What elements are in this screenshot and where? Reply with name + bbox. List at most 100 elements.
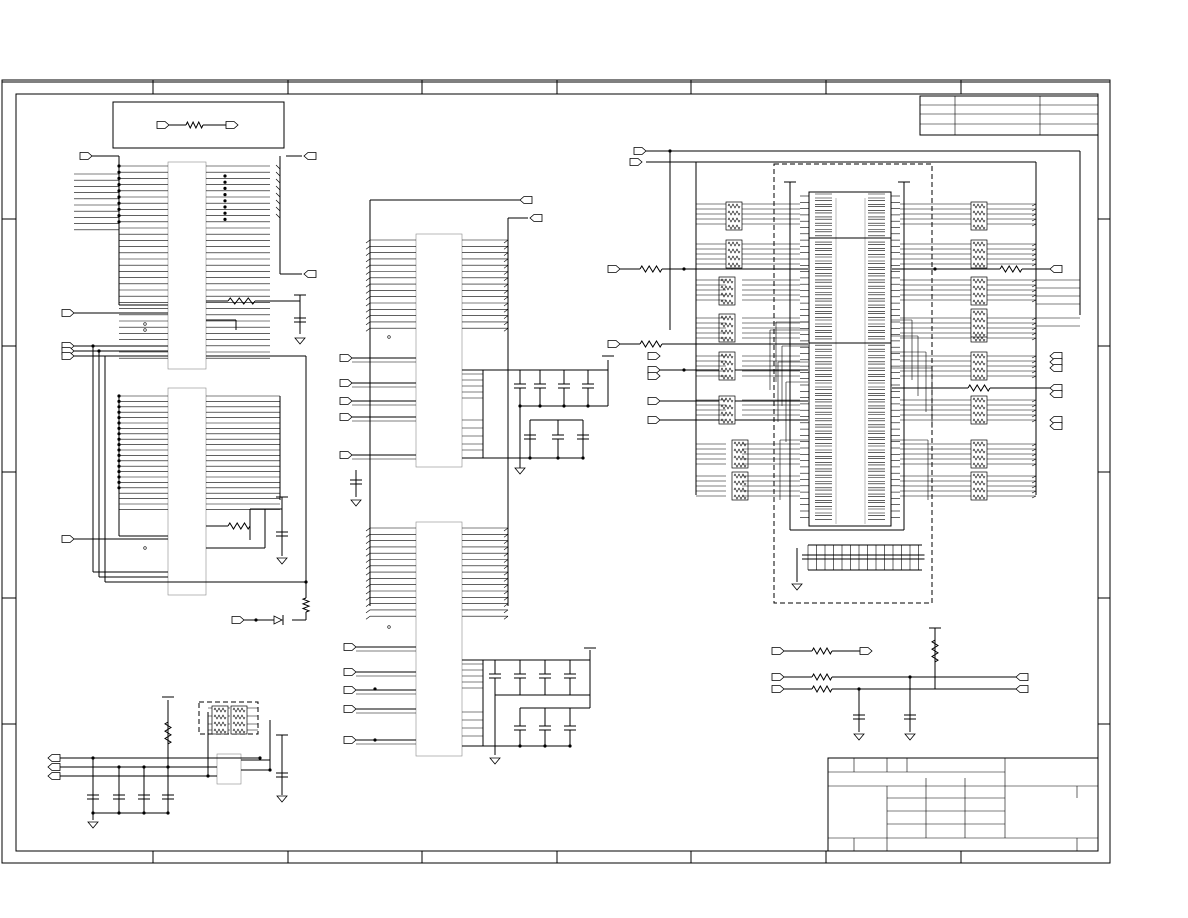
- regulator-shield-outline: [198, 701, 259, 735]
- offpage-connector-icon: [1049, 364, 1063, 372]
- offpage-connector-icon: [771, 673, 785, 681]
- bottom-left-regulator: [60, 700, 283, 820]
- junction-dot: [373, 687, 377, 691]
- ground-icon: [294, 337, 306, 345]
- ground-icon: [350, 499, 362, 507]
- junction-dot: [91, 811, 95, 815]
- offpage-connector-icon: [47, 772, 61, 780]
- offpage-connector-icon: [647, 397, 661, 405]
- connector-body-upper: [415, 233, 463, 468]
- offpage-connector-icon: [303, 270, 317, 278]
- offpage-connector-icon: [156, 121, 170, 129]
- offpage-connector-icon: [647, 416, 661, 424]
- junction-dot: [117, 201, 121, 205]
- resistor-icon: [967, 384, 991, 392]
- junction-dot: [223, 174, 227, 178]
- offpage-connector-icon: [231, 616, 245, 624]
- ground-icon: [87, 821, 99, 829]
- resistor-icon: [164, 721, 172, 745]
- junction-dot: [223, 193, 227, 197]
- junction-dot: [538, 404, 542, 408]
- offpage-connector-icon: [343, 686, 357, 694]
- offpage-connector-icon: [303, 152, 317, 160]
- mid-connector-pins: [339, 196, 614, 765]
- offpage-connector-icon: [79, 152, 93, 160]
- offpage-connector-icon: [1015, 685, 1029, 693]
- offpage-connector-icon: [343, 705, 357, 713]
- junction-dot: [206, 774, 210, 778]
- resistor-icon: [185, 120, 204, 130]
- junction-dot: [857, 687, 861, 691]
- pin-marker: [143, 322, 147, 326]
- resistor-network-icon: [718, 276, 736, 306]
- offpage-connector-icon: [607, 340, 621, 348]
- junction-dot: [117, 176, 121, 180]
- junction-dot: [91, 756, 95, 760]
- inner-border: [15, 93, 1099, 852]
- junction-dot: [117, 189, 121, 193]
- junction-dot: [528, 456, 532, 460]
- offpage-connector-icon: [771, 647, 785, 655]
- buffer-ic-body: [808, 191, 892, 527]
- junction-dot: [254, 618, 258, 622]
- left-connector-pins: [61, 152, 317, 625]
- junction-dot: [223, 205, 227, 209]
- junction-dot: [223, 199, 227, 203]
- offpage-connector-icon: [343, 736, 357, 744]
- offpage-connector-icon: [339, 413, 353, 421]
- junction-dot: [373, 738, 377, 742]
- offpage-connector-icon: [647, 352, 661, 360]
- buffer-shield-outline: [773, 163, 933, 604]
- offpage-connector-icon: [61, 535, 75, 543]
- junction-dot: [562, 404, 566, 408]
- junction-dot: [142, 811, 146, 815]
- resistor-icon: [811, 684, 833, 694]
- junction-dot: [117, 164, 121, 168]
- offpage-connector-icon: [339, 379, 353, 387]
- diode-icon: [273, 615, 283, 625]
- pin-marker: [387, 625, 391, 629]
- junction-dot: [518, 404, 522, 408]
- pin-marker: [143, 328, 147, 332]
- ground-icon: [276, 795, 288, 803]
- circuit-layer: [47, 101, 1081, 829]
- resistor-icon: [811, 672, 833, 682]
- offpage-connector-icon: [339, 397, 353, 405]
- connector-body-lower: [167, 387, 207, 596]
- offpage-connector-icon: [859, 647, 873, 655]
- ground-icon: [904, 733, 916, 741]
- ground-icon: [514, 467, 526, 475]
- resistor-icon: [931, 639, 939, 663]
- connector-body-lower: [415, 521, 463, 757]
- resistor-icon: [999, 265, 1023, 273]
- junction-dot: [518, 744, 522, 748]
- junction-dot: [581, 456, 585, 460]
- ground-icon: [276, 557, 288, 565]
- junction-dot: [568, 744, 572, 748]
- bottom-left-regulator-detail: [47, 696, 288, 829]
- junction-dot: [117, 170, 121, 174]
- resistor-icon: [811, 646, 833, 656]
- offpage-connector-icon: [47, 763, 61, 771]
- left-connector-u1: [74, 155, 307, 621]
- junction-dot: [91, 344, 95, 348]
- offpage-connector-icon: [47, 754, 61, 762]
- offpage-connector-icon: [61, 309, 75, 317]
- junction-dot: [223, 186, 227, 190]
- offpage-connector-icon: [343, 668, 357, 676]
- junction-dot: [117, 195, 121, 199]
- junction-dot: [223, 217, 227, 221]
- offpage-connector-icon: [343, 643, 357, 651]
- resistor-icon: [227, 522, 251, 530]
- junction-dot: [258, 756, 262, 760]
- offpage-connector-icon: [629, 158, 643, 166]
- resistor-network-icon: [725, 201, 743, 231]
- resistor-network-icon: [970, 276, 988, 306]
- junction-dot: [668, 149, 672, 153]
- junction-dot: [166, 811, 170, 815]
- regulator-ic-body: [216, 753, 242, 785]
- offpage-connector-icon: [1049, 422, 1063, 430]
- junction-dot: [223, 211, 227, 215]
- offpage-connector-icon: [647, 372, 661, 380]
